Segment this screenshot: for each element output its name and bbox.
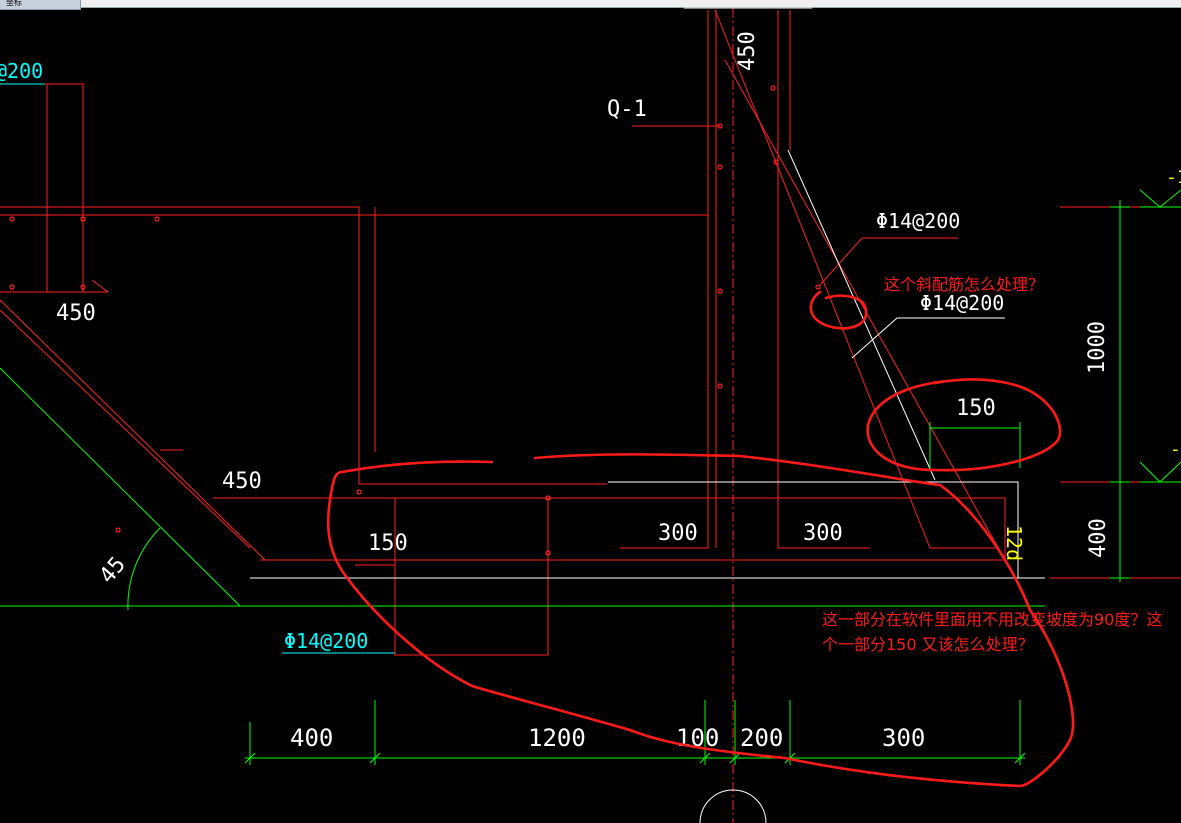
toolbar-tab-label: 坐标 [6, 0, 22, 7]
toolbar-strip [81, 0, 1181, 8]
dim-12d: 12d [1002, 525, 1026, 561]
dim-300-left: 300 [658, 521, 698, 546]
rebar-spec-upper-right: Φ14@200 [876, 209, 960, 233]
highlight-150-circle [866, 378, 1062, 472]
dim-150-left: 150 [368, 531, 408, 556]
annotation-question-1: 这个斜配筋怎么处理？ [884, 275, 1045, 294]
dim-300-right: 300 [803, 521, 843, 546]
bottom-dim-300: 300 [882, 724, 925, 752]
dimension-lines [0, 189, 1181, 765]
rebar-spec-labels: Φ14@200 Φ14@200 [876, 209, 1004, 315]
markup-highlights [326, 290, 1075, 788]
bottom-dim-1200: 1200 [528, 724, 586, 752]
bottom-dim-200: 200 [740, 724, 783, 752]
outline-lines [250, 7, 1045, 823]
bottom-dim-400: 400 [290, 724, 333, 752]
angle-45: 45 [95, 552, 131, 588]
highlight-large-loop [326, 453, 1075, 788]
highlight-small-circle [809, 290, 868, 330]
rebar-spec-cyan-labels: @200 Φ14@200 [0, 59, 368, 653]
markers-yellow: 12d -1 - [1002, 167, 1181, 561]
rebar-spec-middle-right: Φ14@200 [920, 291, 1004, 315]
dim-450-left-top: 450 [56, 301, 96, 326]
wall-id-label: Q-1 [607, 97, 647, 122]
rebar-spec-bottom-left: Φ14@200 [284, 629, 368, 653]
rebar-dots [9, 85, 821, 556]
toolbar-tab[interactable]: 坐标 [0, 0, 81, 10]
level-marker-top: -1 [1166, 167, 1181, 188]
leader-lines [0, 83, 395, 654]
rebar-spec-left-top: @200 [0, 59, 43, 83]
annotation-question-2: 这一部分在软件里面用不用改变坡度为90度？这个一部分150 又该怎么处理？ [822, 610, 1163, 654]
dim-1000: 1000 [1085, 321, 1110, 374]
dim-150-right: 150 [956, 396, 996, 421]
dim-450-wall: 450 [735, 31, 760, 71]
level-marker-bottom: - [1170, 439, 1181, 460]
dim-400-right: 400 [1086, 518, 1111, 558]
dim-450-slab: 450 [222, 469, 262, 494]
dimension-labels: 450 450 450 150 150 300 300 1000 400 45 … [56, 31, 1111, 752]
